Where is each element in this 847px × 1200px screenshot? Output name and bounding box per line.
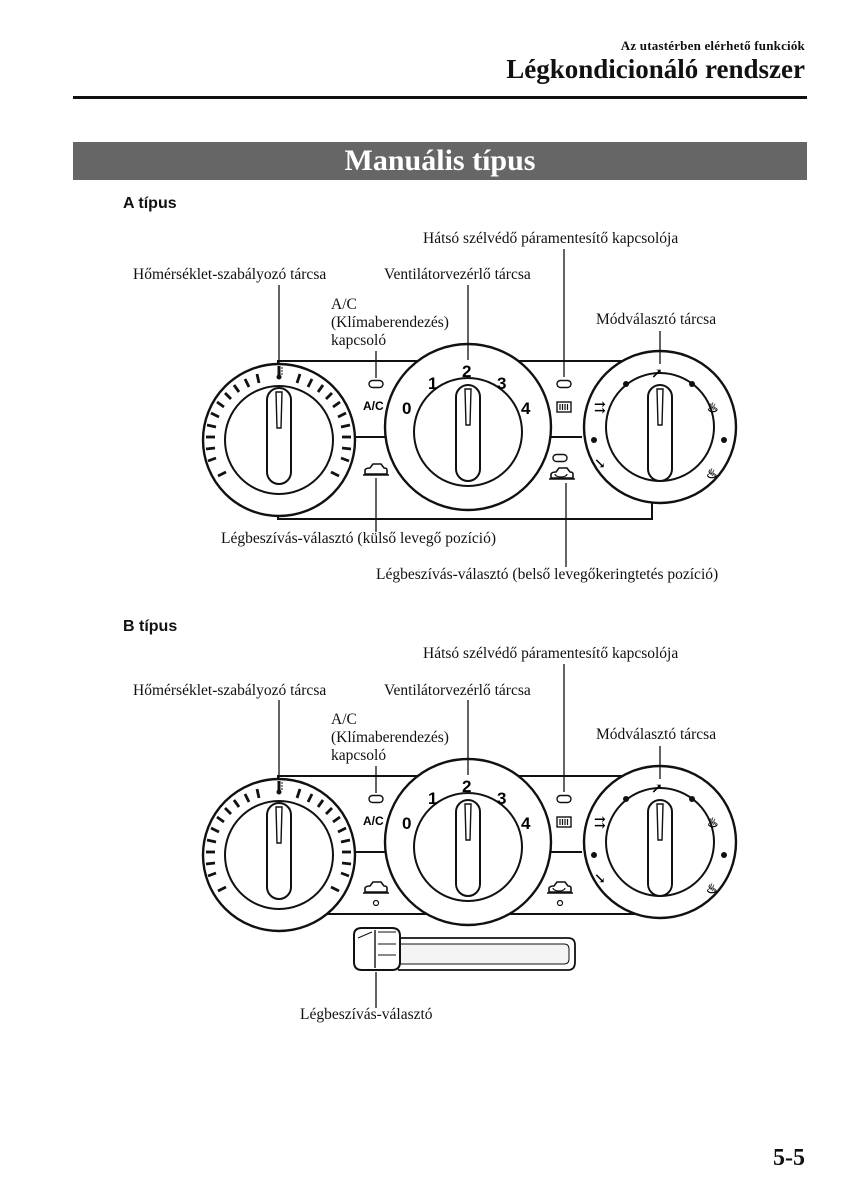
fan-speed-2: 2 xyxy=(462,362,471,381)
type-a-panel: A/C 0 1 2 3 4 ↗ ⇉ ↘ ♨ ♨ xyxy=(201,249,738,567)
type-b-ac-label-line3: kapcsoló xyxy=(331,747,387,764)
page-number: 5-5 xyxy=(773,1145,805,1171)
fan-speed-1-b: 1 xyxy=(428,789,437,808)
ac-switch-text: A/C xyxy=(363,399,384,413)
face-vent-icon: ↗ xyxy=(651,367,663,382)
type-a-temp-dial-label: Hőmérséklet-szabályozó tárcsa xyxy=(133,266,327,283)
thermometer-icon xyxy=(276,366,283,380)
intake-lever-slider xyxy=(353,927,576,971)
svg-text:⇉: ⇉ xyxy=(594,816,606,831)
svg-text:↘: ↘ xyxy=(594,872,606,887)
feet-icon: ↘ xyxy=(594,457,606,472)
type-b-panel: A/C 0 1 2 3 4 ↗ ⇉ ↘ ♨ ♨ xyxy=(201,664,738,1008)
type-b-mode-dial-label: Módválasztó tárcsa xyxy=(596,726,717,743)
type-a-fan-dial-label: Ventilátorvezérlő tárcsa xyxy=(384,266,531,283)
section-banner: Manuális típus xyxy=(73,142,807,180)
ac-switch-text-b: A/C xyxy=(363,814,384,828)
fan-speed-0-b: 0 xyxy=(402,814,411,833)
type-b-fan-dial-label: Ventilátorvezérlő tárcsa xyxy=(384,682,531,699)
type-a-intake-recirc-label: Légbeszívás-választó (belső levegőkering… xyxy=(376,566,719,583)
type-b-ac-label-line1: A/C xyxy=(331,711,357,728)
type-a-rear-defrost-label: Hátsó szélvédő páramentesítő kapcsolója xyxy=(423,230,679,247)
type-b-heading: B típus xyxy=(123,618,178,635)
svg-text:↗: ↗ xyxy=(651,782,663,797)
fan-speed-0: 0 xyxy=(402,399,411,418)
face-feet-icon: ⇉ xyxy=(594,401,606,416)
type-a-intake-outside-label: Légbeszívás-választó (külső levegő pozíc… xyxy=(221,530,497,547)
type-b-intake-lever-label: Légbeszívás-választó xyxy=(300,1006,433,1023)
running-header-title: Légkondicionáló rendszer xyxy=(506,54,805,84)
svg-text:♨: ♨ xyxy=(706,881,718,896)
fan-speed-2-b: 2 xyxy=(462,777,471,796)
type-a-heading: A típus xyxy=(123,195,177,212)
running-header-section: Az utastérben elérhető funkciók xyxy=(620,38,805,53)
fan-speed-4-b: 4 xyxy=(521,814,531,833)
type-a-mode-dial-label: Módválasztó tárcsa xyxy=(596,311,717,328)
fan-speed-4: 4 xyxy=(521,399,531,418)
type-b-temp-dial-label: Hőmérséklet-szabályozó tárcsa xyxy=(133,682,327,699)
fan-speed-1: 1 xyxy=(428,374,437,393)
type-b-ac-label-line2: (Klímaberendezés) xyxy=(331,729,449,746)
feet-defrost-icon: ♨ xyxy=(707,400,719,415)
header-rule xyxy=(73,96,807,99)
fan-speed-3: 3 xyxy=(497,374,506,393)
type-a-ac-label-line1: A/C xyxy=(331,296,357,313)
svg-text:♨: ♨ xyxy=(707,815,719,830)
defrost-icon: ♨ xyxy=(706,466,718,481)
type-a-ac-label-line3: kapcsoló xyxy=(331,332,387,349)
type-b-rear-defrost-label: Hátsó szélvédő páramentesítő kapcsolója xyxy=(423,645,679,662)
type-a-ac-label-line2: (Klímaberendezés) xyxy=(331,314,449,331)
fan-speed-3-b: 3 xyxy=(497,789,506,808)
temp-scale-ticks xyxy=(205,373,352,478)
